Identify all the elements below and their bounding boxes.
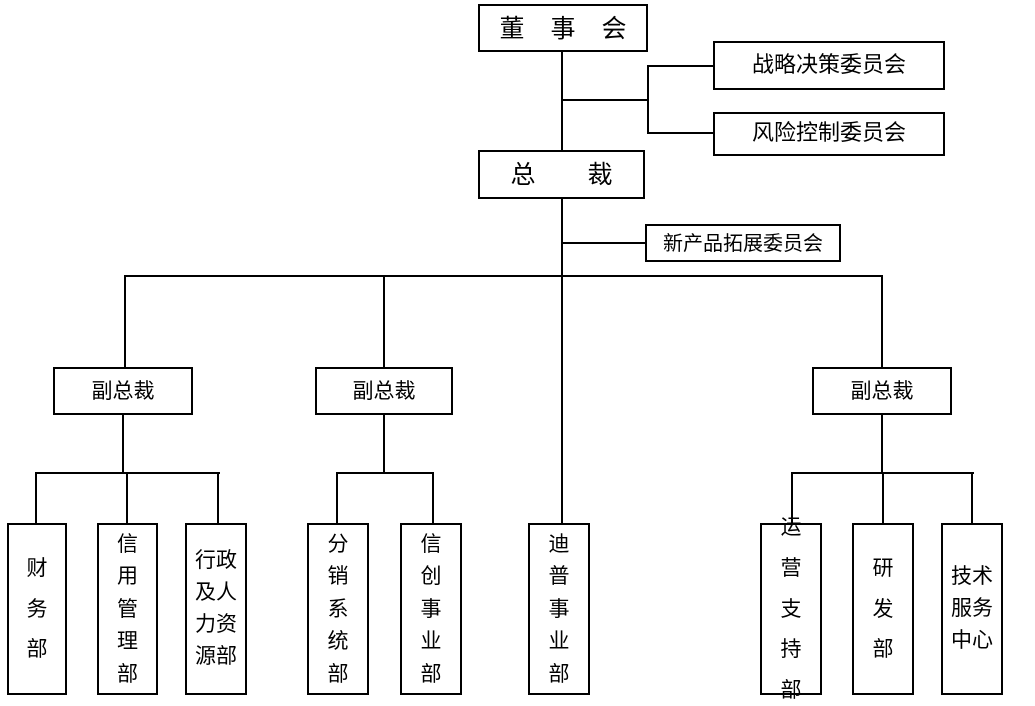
node-label: 战略决策委员会: [751, 52, 906, 78]
connector-to-risk-committee: [647, 132, 715, 134]
connector-vp3-to-dept3: [971, 472, 973, 523]
node-vice-president-1[interactable]: 副总裁: [53, 367, 193, 415]
node-dept-research-development[interactable]: 研 发 部: [852, 523, 914, 695]
node-label: 迪 普 事 业 部: [548, 531, 570, 686]
node-label: 总 裁: [510, 160, 635, 189]
connector-ceo-spine: [561, 199, 563, 523]
connector-vp3-to-dept2: [882, 472, 884, 523]
connector-vp2-stem: [383, 415, 385, 473]
connector-bar-to-vp2: [383, 275, 385, 367]
node-dept-technical-service-center[interactable]: 技术 服务 中心: [941, 523, 1003, 695]
node-strategy-committee[interactable]: 战略决策委员会: [713, 41, 945, 90]
node-dept-xinchuang-business[interactable]: 信 创 事 业 部: [400, 523, 462, 695]
connector-vp1-stem: [122, 415, 124, 473]
node-label: 风险控制委员会: [751, 121, 906, 146]
node-dept-credit-management[interactable]: 信 用 管 理 部: [97, 523, 158, 695]
connector-vp1-to-dept2: [126, 472, 128, 523]
node-label: 信 创 事 业 部: [420, 531, 442, 686]
connector-committee-bracket: [647, 65, 649, 134]
node-label: 行政 及人 力资 源部: [195, 548, 237, 668]
connector-vp1-bar: [36, 472, 220, 474]
connector-vp3-stem: [881, 415, 883, 473]
connector-to-newproduct-committee: [561, 242, 647, 244]
connector-vp1-to-dept3: [217, 472, 219, 523]
node-label: 新产品拓展委员会: [663, 231, 823, 255]
node-vice-president-3[interactable]: 副总裁: [812, 367, 952, 415]
connector-vp2-bar: [337, 472, 434, 474]
connector-bar-to-vp3: [881, 275, 883, 367]
node-dept-operations-support[interactable]: 运 营 支 持 部: [760, 515, 822, 702]
connector-vp3-to-dept1: [791, 472, 793, 523]
node-vice-president-2[interactable]: 副总裁: [315, 367, 453, 415]
connector-to-strategy-committee: [647, 65, 715, 67]
node-label: 副总裁: [850, 378, 914, 403]
node-label: 研 发 部: [872, 555, 894, 662]
node-label: 董 事 会: [499, 13, 636, 43]
node-dept-distribution-systems[interactable]: 分 销 系 统 部: [307, 523, 369, 695]
connector-vp2-to-dept1: [336, 472, 338, 523]
node-president[interactable]: 总 裁: [478, 150, 645, 199]
node-risk-committee[interactable]: 风险控制委员会: [713, 112, 945, 156]
node-label: 信 用 管 理 部: [117, 531, 138, 686]
node-label: 运 营 支 持 部: [780, 514, 802, 703]
node-dept-dptech-business[interactable]: 迪 普 事 业 部: [528, 523, 590, 695]
node-label: 分 销 系 统 部: [327, 531, 349, 686]
connector-vp2-to-dept2: [432, 472, 434, 523]
node-label: 财 务 部: [26, 555, 48, 662]
node-label: 副总裁: [91, 378, 155, 403]
connector-board-to-committee-bracket: [561, 99, 649, 101]
node-label: 技术 服务 中心: [951, 564, 993, 652]
connector-main-distribution-bar: [125, 275, 882, 277]
node-dept-admin-hr[interactable]: 行政 及人 力资 源部: [185, 523, 247, 695]
node-dept-finance[interactable]: 财 务 部: [7, 523, 67, 695]
node-label: 副总裁: [352, 378, 416, 403]
connector-bar-to-vp1: [124, 275, 126, 367]
connector-board-to-ceo: [561, 52, 563, 150]
connector-vp1-to-dept1: [35, 472, 37, 523]
node-new-product-committee[interactable]: 新产品拓展委员会: [645, 224, 841, 262]
node-board-of-directors[interactable]: 董 事 会: [478, 4, 648, 52]
